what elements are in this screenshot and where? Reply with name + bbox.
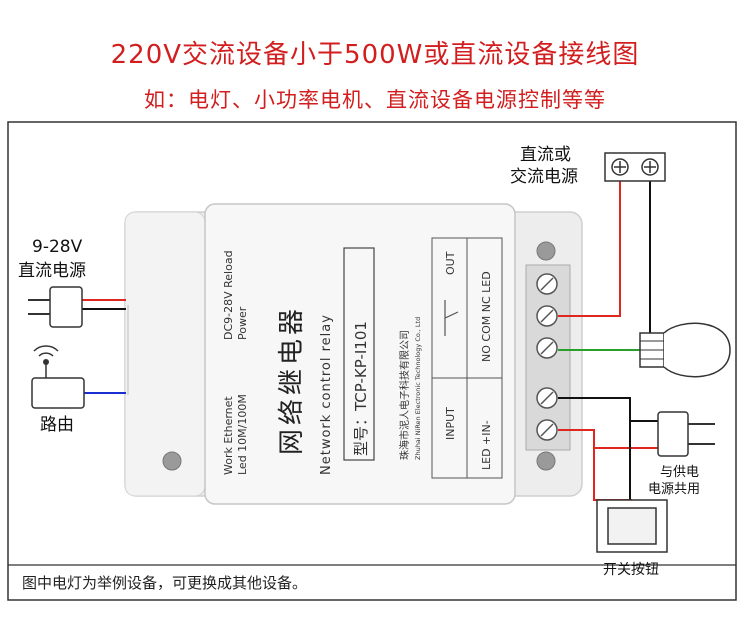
device-cover [204,203,516,505]
out-terminals: NO COM NC LED [480,271,493,362]
terminal-screw-in-minus [536,387,558,409]
plug-icon [657,411,715,457]
company-en: Zhuhai NiRen Electronic Technology Co., … [414,317,422,460]
light-bulb-icon [639,322,731,378]
power-label-2: Power [236,306,249,340]
mount-hole-top-right [536,241,556,261]
wire-com-red [558,176,621,317]
router-label: 路由 [40,415,74,435]
mount-hole-left [162,451,182,471]
input-terminals: LED +IN- [480,420,493,470]
terminal-screw-com [536,305,558,327]
footer-note: 图中电灯为举例设备，可更换成其他设备。 [22,574,308,592]
power-in-label-1: 9-28V [32,237,83,257]
device-left-tab [124,211,206,497]
terminal-screws [536,273,558,441]
diagram-subtitle: 如：电灯、小功率电机、直流设备电源控制等等 [144,88,606,112]
router-icon [31,345,85,409]
diagram-frame [7,121,737,601]
terminal-screw-in-plus [536,419,558,441]
power-in-label-2: 直流电源 [18,261,86,281]
device-model: 型号：TCP-KP-I101 [352,321,370,456]
dc-ac-label-2: 交流电源 [510,167,578,187]
device-name-en: Network control relay [319,314,334,475]
eth-label-1: Work Ethernet [222,396,235,475]
input-label: INPUT [444,407,457,440]
shared-power-label-2: 电源共用 [648,482,700,497]
diagram-title: 220V交流设备小于500W或直流设备接线图 [110,40,640,70]
device-name-cn: 网络继电器 [277,305,307,455]
out-label: OUT [444,251,457,275]
switch-button-icon [596,499,668,553]
relay-contact-icon [444,300,459,336]
company-cn: 珠海市泥人电子科技有限公司 [398,330,411,460]
terminal-screw-nc [536,337,558,359]
dc-ac-label-1: 直流或 [520,145,571,165]
wire-switch-a [593,448,632,501]
mount-hole-bottom-right [536,451,556,471]
terminal-screw-no [536,273,558,295]
shared-power-label-1: 与供电 [660,465,699,480]
switch-label: 开关按钮 [603,562,659,578]
wire-in-plus-red [558,429,658,449]
supply-terminal-block [604,152,666,182]
power-plug-icon [28,286,83,328]
panel-markings [431,237,503,479]
power-label-1: DC9-28V Reload [222,250,235,340]
eth-label-2: Led 10M/100M [236,394,249,475]
